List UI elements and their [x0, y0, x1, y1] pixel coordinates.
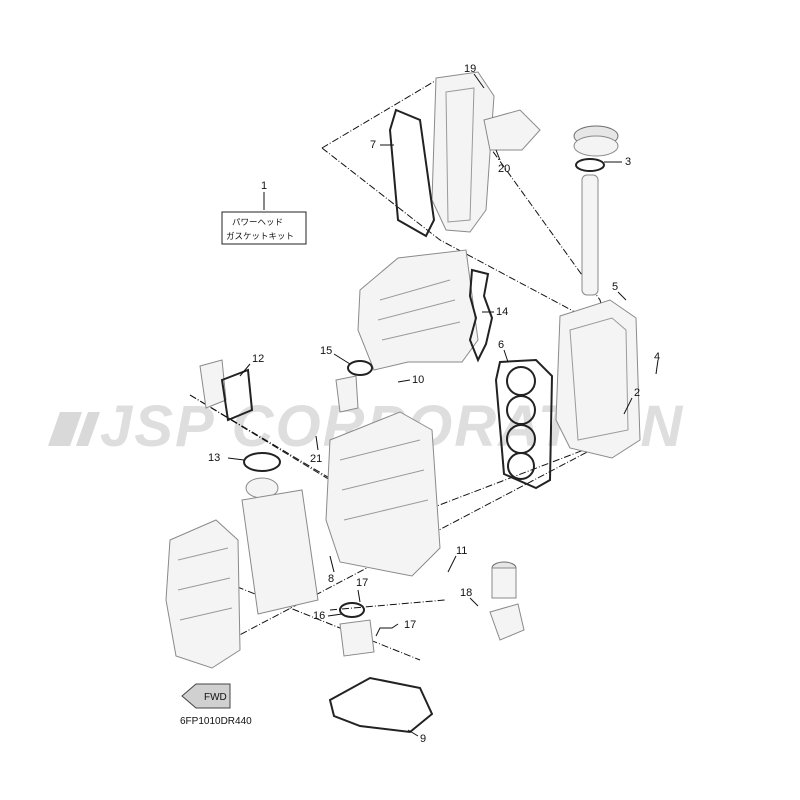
- callout-1: 1: [261, 180, 267, 192]
- intake-manifold: [357, 249, 479, 371]
- side-cover: [199, 359, 254, 422]
- callout-14: 14: [496, 306, 508, 318]
- callout-17-lower: 17: [404, 619, 416, 631]
- callout-4: 4: [654, 351, 660, 363]
- thermostat-housing: [335, 360, 373, 413]
- diagram-code: 6FP1010DR440: [180, 716, 252, 727]
- head-gasket: [494, 358, 554, 490]
- callout-20: 20: [498, 163, 510, 175]
- callout-6: 6: [498, 339, 504, 351]
- oil-pump: [339, 602, 375, 657]
- callout-7: 7: [370, 139, 376, 151]
- callouts: 2 3 4 5 6 7 8 9 10 11 12 13 14 15 16 17: [208, 63, 660, 745]
- kit-label-line2: ガスケットキット: [226, 231, 294, 242]
- callout-21: 21: [310, 453, 322, 465]
- cylinder-head: [555, 299, 641, 459]
- camshaft-assembly: [573, 125, 619, 296]
- callout-17-upper: 17: [356, 577, 368, 589]
- callout-8: 8: [328, 573, 334, 585]
- callout-10: 10: [412, 374, 424, 386]
- callout-2: 2: [634, 387, 640, 399]
- callout-5: 5: [612, 281, 618, 293]
- callout-12: 12: [252, 353, 264, 365]
- callout-19: 19: [464, 63, 476, 75]
- cylinder-head-cover: [431, 71, 541, 233]
- exhaust-cover-gasket: [328, 676, 434, 734]
- fwd-arrow-icon: FWD: [181, 683, 231, 709]
- crankcase: [165, 519, 241, 669]
- callout-11: 11: [456, 545, 467, 557]
- crankshaft: [241, 477, 319, 615]
- cylinder-block: [325, 411, 441, 577]
- crank-seal: [243, 452, 281, 472]
- gasket-kit-label: 1 パワーヘッド ガスケットキット: [221, 180, 307, 245]
- callout-16: 16: [313, 610, 325, 622]
- callout-15: 15: [320, 345, 332, 357]
- oil-filter: [489, 561, 525, 641]
- callout-18: 18: [460, 587, 472, 599]
- intake-manifold-gasket: [468, 268, 494, 363]
- callout-9: 9: [420, 733, 426, 745]
- kit-label-line1: パワーヘッド: [232, 218, 283, 228]
- head-cover-gasket: [388, 108, 436, 238]
- callout-13: 13: [208, 452, 220, 464]
- callout-3: 3: [625, 156, 631, 168]
- fwd-label: FWD: [204, 692, 227, 703]
